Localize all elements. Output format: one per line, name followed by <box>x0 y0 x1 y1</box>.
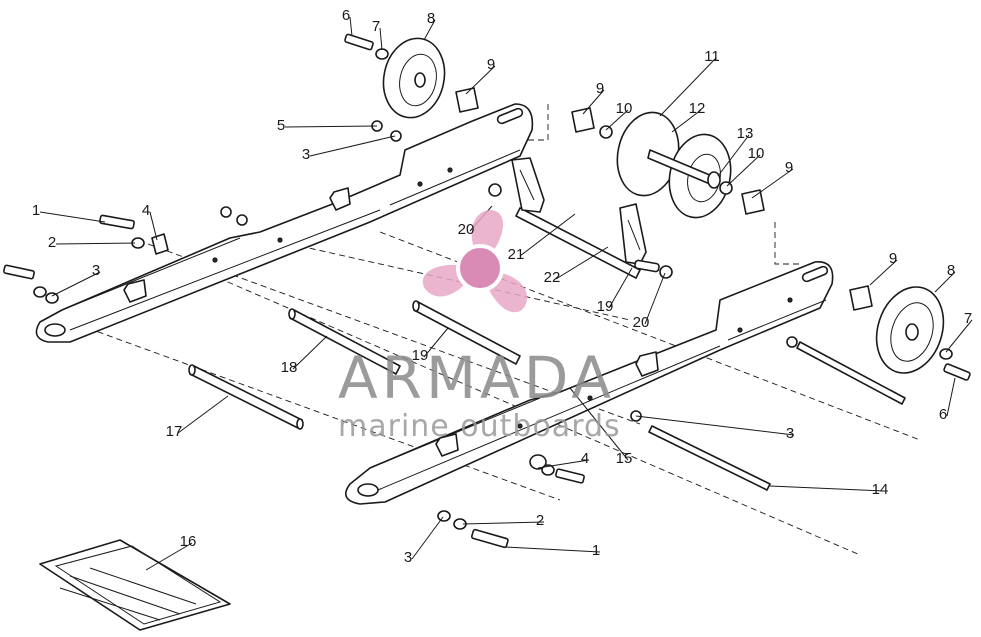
callout-number: 5 <box>277 117 285 134</box>
leader-line <box>519 213 576 257</box>
callout-number: 9 <box>596 80 604 97</box>
callout-number: 18 <box>281 359 298 376</box>
callout-number: 6 <box>342 7 350 24</box>
callout-number: 22 <box>544 269 561 286</box>
armada-watermark: ARMADA marine outboards <box>338 210 621 444</box>
callout-number: 9 <box>487 56 495 73</box>
leader-line <box>582 89 605 115</box>
leader-line <box>555 246 609 280</box>
callout-number: 8 <box>947 262 955 279</box>
callout-number: 8 <box>427 10 435 27</box>
armada-logo-icon <box>422 210 527 313</box>
callout-number: 20 <box>633 314 650 331</box>
slide-plate <box>39 539 231 631</box>
callout-number: 11 <box>704 48 720 65</box>
callout-number: 3 <box>786 425 794 442</box>
callout-number: 9 <box>785 159 793 176</box>
leader-line <box>292 335 328 370</box>
leader-line <box>934 271 956 293</box>
leader-line <box>671 109 702 133</box>
callout-number: 16 <box>180 533 197 550</box>
left-rail-assembly <box>35 103 534 343</box>
callout-number: 17 <box>166 423 183 440</box>
leader-line <box>149 211 158 241</box>
leader-line <box>55 242 136 245</box>
callout-number: 9 <box>889 250 897 267</box>
callout-number: 1 <box>32 202 40 219</box>
leader-line <box>462 521 545 525</box>
leader-line <box>608 267 633 309</box>
callout-number: 3 <box>404 549 412 566</box>
fasteners <box>3 120 906 549</box>
callout-number: 19 <box>597 298 614 315</box>
leader-line <box>284 125 378 128</box>
leader-line <box>504 546 601 553</box>
callout-number: 10 <box>616 100 633 117</box>
callout-number: 12 <box>689 100 706 117</box>
callout-number: 6 <box>939 406 947 423</box>
callout-number: 1 <box>592 542 600 559</box>
leader-line <box>379 27 383 51</box>
leader-line <box>751 168 794 199</box>
callout-number: 4 <box>581 450 589 467</box>
leader-line <box>145 542 193 571</box>
leader-line <box>51 271 101 297</box>
leader-line <box>465 65 496 95</box>
callout-number: 15 <box>616 450 633 467</box>
leader-line <box>309 135 396 157</box>
callout-number: 3 <box>92 262 100 279</box>
callout-number: 7 <box>372 18 380 35</box>
callout-number: 2 <box>536 512 544 529</box>
callout-number: 21 <box>508 246 525 263</box>
leader-line <box>635 415 795 436</box>
watermark-brand: ARMADA <box>338 344 615 412</box>
leader-line <box>605 109 629 131</box>
leader-line <box>411 516 444 560</box>
leader-line <box>423 327 449 358</box>
callout-number: 20 <box>458 221 475 238</box>
callout-number: 13 <box>737 125 754 142</box>
leader-line <box>423 19 436 41</box>
leader-line <box>869 259 898 286</box>
leader-line <box>349 16 353 37</box>
callout-number: 2 <box>48 234 56 251</box>
callout-number: 3 <box>302 146 310 163</box>
assembly-axis-lines <box>59 104 921 556</box>
leader-line <box>717 134 750 177</box>
idler-wheels <box>344 33 971 381</box>
leader-line <box>946 377 956 417</box>
callout-number: 19 <box>412 347 429 364</box>
leader-line <box>644 272 666 325</box>
leader-line <box>769 485 885 492</box>
callout-number: 7 <box>964 310 972 327</box>
right-rail-assembly <box>344 261 834 505</box>
leader-line <box>726 154 761 187</box>
leader-line <box>659 57 717 117</box>
leader-line <box>945 319 973 353</box>
callout-leader-lines <box>39 16 973 571</box>
cross-shafts <box>188 207 641 430</box>
watermark-tagline: marine outboards <box>338 409 621 444</box>
rear-arm-bracket <box>511 157 647 265</box>
leader-line <box>39 211 106 223</box>
callout-number: 4 <box>142 202 150 219</box>
leader-line <box>537 459 590 469</box>
callout-number: 10 <box>748 145 765 162</box>
leader-line <box>177 395 229 434</box>
propeller-hub <box>456 244 504 292</box>
leader-line <box>569 387 629 461</box>
callout-number: 14 <box>872 481 889 498</box>
